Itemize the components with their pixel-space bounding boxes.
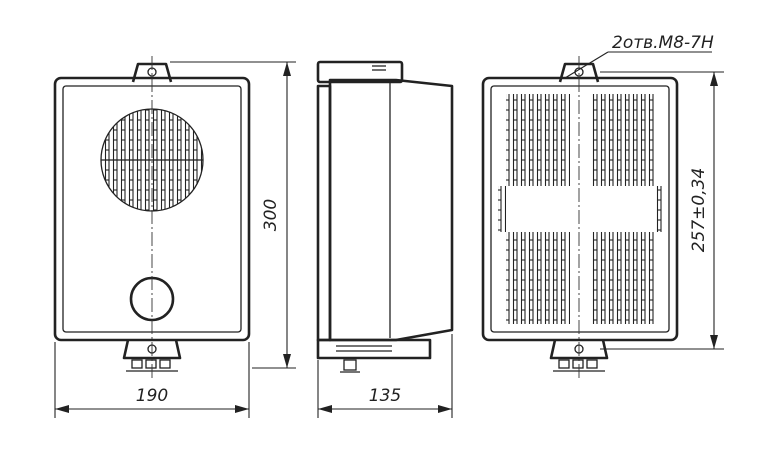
dim-label-300: 300 — [261, 199, 281, 231]
hole-callout: 2отв.М8-7Н — [564, 33, 714, 79]
dim-mount-spacing: 257±0,34 — [600, 71, 724, 350]
rear-panel-inner — [490, 85, 670, 333]
dim-label-135: 135 — [369, 386, 401, 406]
side-screw — [343, 359, 357, 371]
rear-body-outer — [481, 76, 679, 342]
side-back-plate — [316, 84, 332, 342]
front-view: 300 190 — [53, 56, 296, 418]
side-top-cap — [316, 60, 404, 84]
dim-label-190: 190 — [136, 386, 168, 406]
hole-note: 2отв.М8-7Н — [612, 33, 714, 53]
dim-label-257: 257±0,34 — [689, 168, 709, 253]
side-body — [328, 78, 454, 342]
rear-view: 2отв.М8-7Н 257±0,34 — [481, 33, 724, 378]
dim-front-height: 300 — [170, 61, 296, 369]
side-view: 135 — [316, 60, 454, 418]
dim-front-width: 190 — [54, 342, 250, 418]
rear-vent-slots — [498, 94, 662, 324]
side-bottom-bracket — [316, 338, 432, 360]
dim-side-depth: 135 — [317, 334, 453, 418]
